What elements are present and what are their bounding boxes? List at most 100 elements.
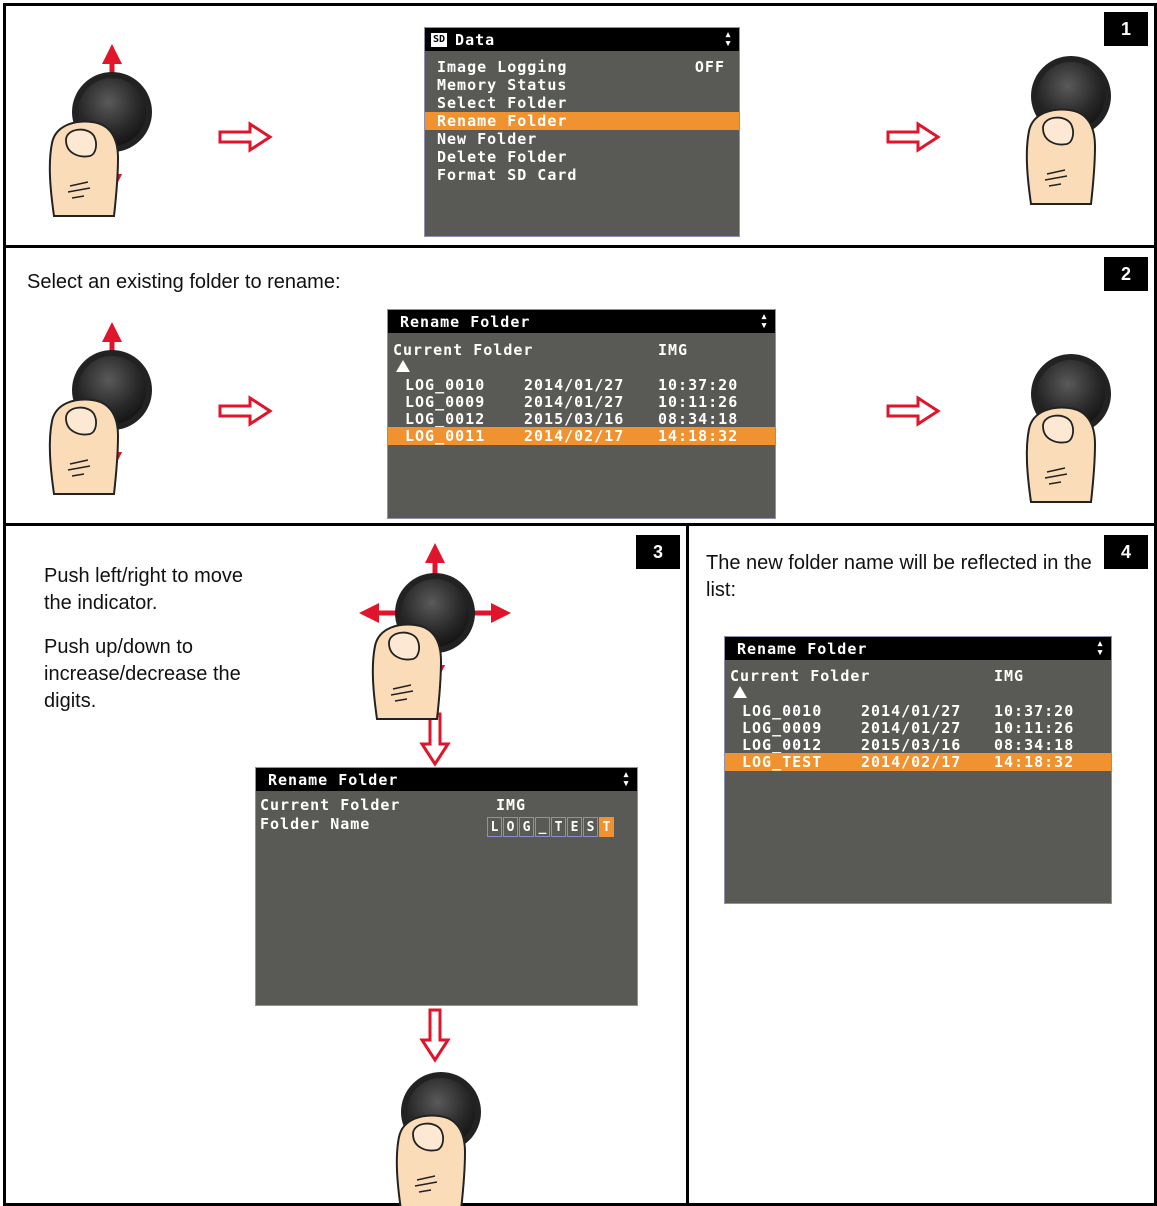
screen-title: Rename Folder: [268, 770, 399, 789]
folder-name: LOG_TEST: [742, 753, 823, 771]
folder-time: 10:11:26: [658, 393, 739, 411]
right-arrow-icon: [886, 122, 940, 152]
current-folder-row: Current Folder IMG: [725, 667, 1111, 685]
down-arrow-icon: [420, 712, 450, 766]
parent-folder-icon: [733, 686, 747, 698]
name-char-cell[interactable]: S: [583, 817, 598, 837]
menu-item[interactable]: New Folder: [425, 130, 739, 148]
screen-header: Rename Folder ▴▾: [725, 637, 1111, 660]
folder-date: 2014/01/27: [861, 719, 962, 737]
folder-name: LOG_0009: [742, 719, 823, 737]
folder-date: 2014/01/27: [524, 376, 625, 394]
menu-item[interactable]: Image Logging OFF: [425, 58, 739, 76]
folder-time: 14:18:32: [994, 753, 1075, 771]
menu-item[interactable]: Select Folder: [425, 94, 739, 112]
folder-list-item[interactable]: LOG_0012 2015/03/16 08:34:18: [388, 410, 775, 428]
folder-time: 14:18:32: [658, 427, 739, 445]
name-char-cell[interactable]: L: [487, 817, 502, 837]
current-folder-value: IMG: [994, 667, 1025, 685]
folder-date: 2014/02/17: [861, 753, 962, 771]
folder-date: 2015/03/16: [861, 736, 962, 754]
step-2-instruction: Select an existing folder to rename:: [27, 271, 341, 293]
joystick-up-down-icon: [48, 44, 152, 218]
up-down-icon: ▴▾: [760, 310, 769, 333]
menu-item-value: OFF: [694, 58, 725, 76]
rename-list-after-screen: Rename Folder ▴▾ Current Folder IMG LOG_0…: [725, 637, 1111, 903]
right-arrow-icon: [886, 396, 940, 426]
right-arrow-icon: [218, 396, 272, 426]
folder-date: 2015/03/16: [524, 410, 625, 428]
folder-name: LOG_0011: [405, 427, 486, 445]
screen-header: Rename Folder ▴▾: [256, 768, 637, 791]
name-char-cell[interactable]: E: [567, 817, 582, 837]
screen-header: Rename Folder ▴▾: [388, 310, 775, 333]
current-folder-label: Current Folder: [393, 341, 534, 359]
rename-edit-screen: Rename Folder ▴▾ Current Folder IMG Folde…: [256, 768, 637, 1005]
folder-name: LOG_0012: [405, 410, 486, 428]
current-folder-value: IMG: [496, 796, 527, 814]
folder-name: LOG_0010: [405, 376, 486, 394]
step-number: 3: [636, 535, 680, 569]
name-char-cell[interactable]: G: [519, 817, 534, 837]
menu-title: Data: [455, 30, 496, 49]
name-char-cell[interactable]: _: [535, 817, 550, 837]
menu-item[interactable]: Delete Folder: [425, 148, 739, 166]
right-arrow-icon: [218, 122, 272, 152]
menu-item-label: Image Logging: [437, 58, 568, 76]
current-folder-value: IMG: [658, 341, 689, 359]
step-4-instruction: The new folder name will be reflected in…: [706, 552, 1092, 601]
folder-date: 2014/01/27: [524, 393, 625, 411]
folder-time: 10:37:20: [994, 702, 1075, 720]
menu-item[interactable]: Rename Folder: [425, 112, 739, 130]
current-folder-label: Current Folder: [730, 667, 871, 685]
name-char-cell[interactable]: T: [551, 817, 566, 837]
screen-title: Rename Folder: [400, 312, 531, 331]
folder-name-row: Folder Name: [256, 815, 637, 833]
menu-item-label: Select Folder: [437, 94, 568, 112]
menu-item-label: New Folder: [437, 130, 538, 148]
up-down-icon: ▴▾: [724, 28, 733, 51]
sd-card-icon: SD: [431, 32, 448, 47]
step-number: 4: [1104, 535, 1148, 569]
rename-list-before-screen: Rename Folder ▴▾ Current Folder IMG LOG_0…: [388, 310, 775, 518]
name-char-cell[interactable]: O: [503, 817, 518, 837]
folder-name-label: Folder Name: [260, 815, 371, 833]
joystick-press-icon: [395, 1072, 481, 1206]
folder-time: 08:34:18: [658, 410, 739, 428]
parent-folder-icon: [396, 360, 410, 372]
step-number: 1: [1104, 12, 1148, 46]
folder-name: LOG_0009: [405, 393, 486, 411]
menu-header: SD Data ▴▾: [425, 28, 739, 51]
folder-date: 2014/01/27: [861, 702, 962, 720]
step-3-instruction-2: Push up/down to increase/decrease the di…: [44, 636, 241, 712]
folder-list-item[interactable]: LOG_0010 2014/01/27 10:37:20: [725, 702, 1111, 720]
current-folder-row: Current Folder IMG: [256, 796, 637, 814]
folder-list-item[interactable]: LOG_0009 2014/01/27 10:11:26: [388, 393, 775, 411]
joystick-up-down-icon: [48, 322, 152, 495]
folder-list-item[interactable]: LOG_0009 2014/01/27 10:11:26: [725, 719, 1111, 737]
current-folder-label: Current Folder: [260, 796, 401, 814]
folder-name: LOG_0012: [742, 736, 823, 754]
folder-name: LOG_0010: [742, 702, 823, 720]
folder-list-item[interactable]: LOG_0012 2015/03/16 08:34:18: [725, 736, 1111, 754]
folder-time: 08:34:18: [994, 736, 1075, 754]
joystick-press-icon: [1025, 354, 1111, 503]
joystick-four-way-icon: [359, 543, 511, 720]
menu-item[interactable]: Format SD Card: [425, 166, 739, 184]
name-char-cell[interactable]: T: [599, 817, 614, 837]
screen-title: Rename Folder: [737, 639, 868, 658]
step-3-instruction-1: Push left/right to move the indicator.: [44, 565, 243, 614]
folder-time: 10:11:26: [994, 719, 1075, 737]
folder-date: 2014/02/17: [524, 427, 625, 445]
menu-item[interactable]: Memory Status: [425, 76, 739, 94]
down-arrow-icon: [420, 1008, 450, 1062]
menu-item-label: Format SD Card: [437, 166, 578, 184]
menu-item-label: Delete Folder: [437, 148, 568, 166]
joystick-press-icon: [1025, 56, 1111, 206]
folder-list-item[interactable]: LOG_0011 2014/02/17 14:18:32: [388, 427, 775, 445]
current-folder-row: Current Folder IMG: [388, 341, 775, 359]
folder-list-item[interactable]: LOG_TEST 2014/02/17 14:18:32: [725, 753, 1111, 771]
